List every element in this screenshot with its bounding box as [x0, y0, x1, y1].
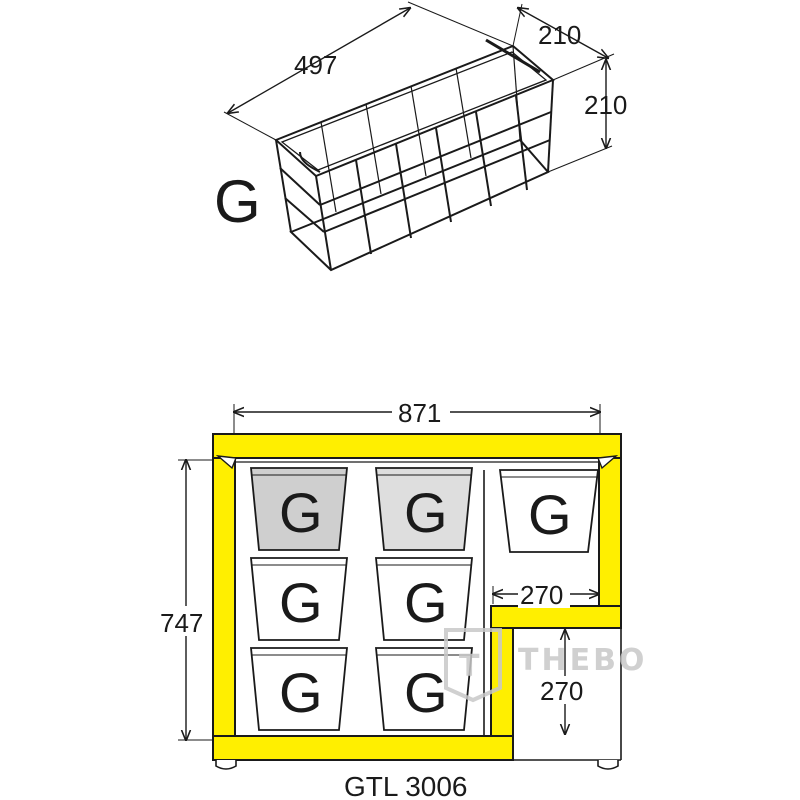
basket-label-3: G	[528, 483, 572, 546]
model-name: GTL 3006	[344, 771, 467, 800]
basket-label-6: G	[279, 661, 323, 724]
thebo-watermark: T THEBO	[444, 628, 647, 703]
overall-height-label: 747	[160, 608, 203, 638]
basket-label-7: G	[404, 661, 448, 724]
watermark-logo-letter: T	[459, 649, 482, 684]
basket-label-4: G	[279, 571, 323, 634]
freezer-cabinet	[212, 433, 622, 761]
basket-grid	[250, 467, 600, 731]
basket-width-label: 210	[538, 20, 581, 50]
overall-width-label: 871	[398, 398, 441, 428]
basket-label-2: G	[404, 481, 448, 544]
basket-length-label: 497	[294, 50, 337, 80]
basket-type-label: G	[214, 168, 261, 235]
foot-right	[597, 760, 619, 770]
basket-bottom	[289, 138, 550, 272]
basket-5	[375, 557, 473, 641]
foot-left	[215, 760, 237, 770]
height-dimension	[178, 460, 212, 740]
basket-top-rim-inner	[280, 51, 548, 171]
basket-label-5: G	[404, 571, 448, 634]
wire-basket-drawing	[223, 1, 615, 272]
compressor-height-label: 270	[540, 676, 583, 706]
basket-1	[250, 467, 348, 551]
basket-4	[250, 557, 348, 641]
compressor-width-label: 270	[520, 580, 563, 610]
basket-2	[375, 467, 473, 551]
basket-3	[498, 469, 600, 553]
watermark-text: THEBO	[518, 643, 647, 678]
basket-height-label: 210	[584, 90, 627, 120]
basket-6	[250, 647, 348, 731]
basket-label-1: G	[279, 481, 323, 544]
